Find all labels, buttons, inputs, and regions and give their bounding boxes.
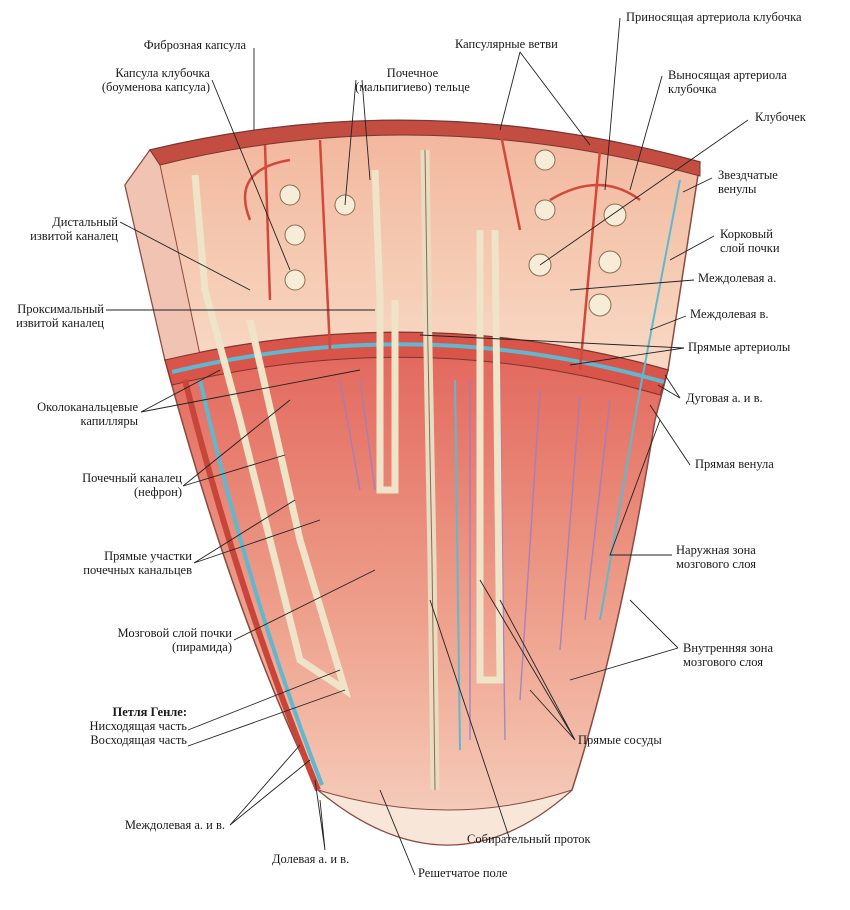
label-line: венулы: [718, 182, 757, 196]
cribriform-area: [317, 789, 573, 846]
label-cribriform-area: Решетчатое поле: [418, 866, 508, 880]
label-interlobular-vein: Междолевая в.: [690, 307, 769, 321]
label-line: извитой каналец: [30, 229, 118, 243]
label-line: мозгового слоя: [683, 655, 763, 669]
label-interlobular-artery: Междолевая а.: [698, 271, 777, 285]
label-line: Дистальный: [52, 215, 118, 229]
label-line: извитой каналец: [16, 316, 104, 330]
label-line: Околоканальцевые: [37, 400, 138, 414]
label-renal-corpuscle: Почечное(мальпигиево) тельце: [350, 66, 475, 94]
leader-lines: [106, 17, 749, 876]
label-line: Петля Генле:: [112, 705, 187, 719]
fibrous-capsule: [149, 119, 701, 177]
label-line: Корковый: [720, 227, 773, 241]
label-line: Нисходящая часть: [89, 719, 187, 733]
label-glomerular-capsule: Капсула клубочка(боуменова капсула): [102, 66, 210, 94]
glomerulus: [279, 184, 301, 206]
label-renal-tubule: Почечный каналец(нефрон): [82, 471, 182, 499]
label-line: Выносящая артериола: [668, 68, 787, 82]
label-straight-venule: Прямая венула: [695, 457, 774, 471]
label-line: (нефрон): [133, 485, 182, 499]
label-line: (боуменова капсула): [101, 80, 210, 94]
cortex-side-face: [124, 149, 201, 361]
label-medulla: Мозговой слой почки(пирамида): [118, 626, 232, 654]
label-line: Проксимальный: [17, 302, 104, 316]
label-line: (пирамида): [171, 640, 232, 654]
label-line: (мальпигиево) тельце: [355, 80, 470, 94]
label-line: почечных канальцев: [83, 563, 192, 577]
label-line: Восходящая часть: [90, 733, 187, 747]
label-line: Капсула клубочка: [115, 66, 210, 80]
label-line: Звездчатые: [718, 168, 778, 182]
label-line: слой почки: [720, 241, 780, 255]
label-line: Прямые участки: [104, 549, 192, 563]
label-line: Почечный каналец: [82, 471, 182, 485]
label-fibrous-capsule: Фиброзная капсула: [143, 38, 246, 52]
label-collecting-duct: Собирательный проток: [467, 832, 591, 846]
label-afferent-arteriole: Приносящая артериола клубочка: [626, 10, 802, 24]
label-vasa-recta: Прямые сосуды: [578, 733, 662, 747]
arcuate-vessels: [164, 331, 669, 396]
label-line: Внутренняя зона: [683, 641, 774, 655]
label-line: капилляры: [80, 414, 138, 428]
label-capsular-branches: Капсулярные ветви: [455, 37, 558, 51]
label-line: Почечное: [386, 66, 439, 80]
label-glomerulus: Клубочек: [755, 110, 806, 124]
label-interlobar: Междолевая а. и в.: [124, 818, 225, 832]
label-arcuate: Дуговая а. и в.: [686, 391, 763, 405]
label-straight-arterioles: Прямые артериолы: [688, 340, 791, 354]
label-lobar: Долевая а. и в.: [272, 852, 350, 866]
label-line: клубочка: [668, 82, 717, 96]
label-line: Мозговой слой почки: [117, 626, 232, 640]
label-loop-henle: Петля Генле: Нисходящая часть Восходящая…: [90, 705, 187, 747]
label-line: Наружная зона: [676, 543, 756, 557]
label-line: мозгового слоя: [676, 557, 756, 571]
